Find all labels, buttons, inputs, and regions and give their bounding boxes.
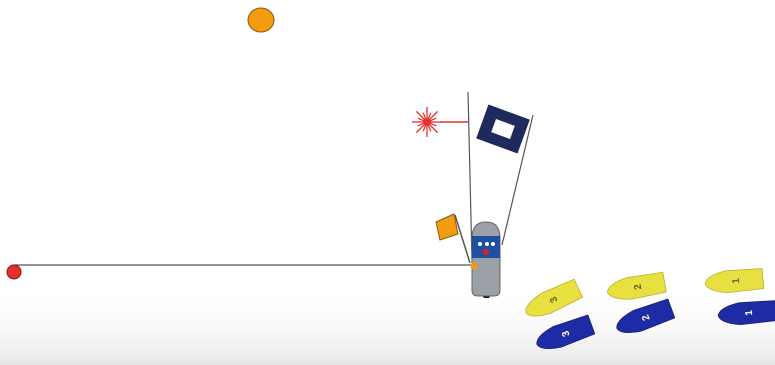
blue-square-flag-icon bbox=[476, 105, 530, 154]
orange-flag-icon bbox=[436, 214, 470, 263]
pin-end-buoy-icon bbox=[7, 265, 21, 279]
committee-boat-icon bbox=[471, 222, 501, 298]
background-shade bbox=[0, 290, 775, 365]
windward-mark-buoy-icon bbox=[248, 8, 274, 32]
sound-signal-starburst-icon bbox=[412, 107, 442, 137]
mast-line bbox=[468, 92, 472, 262]
